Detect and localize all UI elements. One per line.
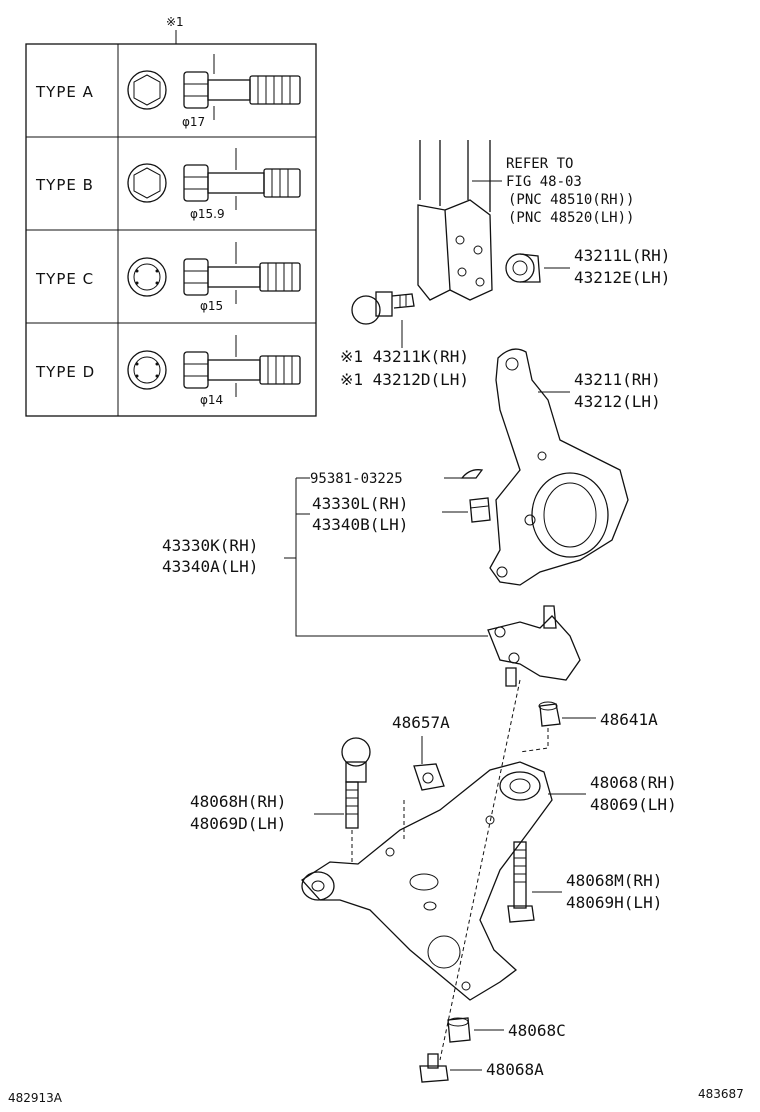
label-43211: 43211(RH) [574, 370, 661, 389]
nut-48068C-drawing [447, 1017, 471, 1043]
bushing-48657A-drawing [413, 763, 445, 791]
type-d-diameter: φ14 [200, 393, 223, 407]
footer-left-code: 482913A [8, 1091, 63, 1105]
label-48068M: 48068M(RH) [566, 871, 662, 890]
table-header-mark: ※1 [166, 15, 184, 29]
type-c-diameter: φ15 [200, 299, 223, 313]
label-43212E: 43212E(LH) [574, 268, 670, 287]
cotter-pin-drawing [460, 469, 484, 479]
refer-line-4: (PNC 48520(LH)) [508, 210, 634, 226]
cam-bolt-drawing [351, 291, 415, 348]
lower-control-arm-drawing [301, 761, 553, 1001]
bolt-type-a-drawing [127, 54, 301, 120]
label-43340B: 43340B(LH) [312, 515, 408, 534]
strut-bracket-drawing [417, 140, 493, 301]
bolt-48068A-drawing [419, 1053, 449, 1083]
bolt-type-c-drawing [127, 242, 301, 304]
label-43340A: 43340A(LH) [162, 557, 258, 576]
type-c-label: TYPE C [35, 270, 94, 288]
label-43211K: ※1 43211K(RH) [340, 347, 469, 366]
label-43212: 43212(LH) [574, 392, 661, 411]
label-48068A: 48068A [486, 1060, 544, 1079]
label-43330L: 43330L(RH) [312, 494, 408, 513]
bolt-48068H-drawing [341, 737, 371, 829]
label-48069H: 48069H(LH) [566, 893, 662, 912]
castle-nut-drawing [469, 497, 491, 523]
label-43330K: 43330K(RH) [162, 536, 258, 555]
bolt-48068M-drawing [507, 841, 535, 923]
label-95381: 95381-03225 [310, 471, 403, 487]
label-48641A: 48641A [600, 710, 658, 729]
label-43212D: ※1 43212D(LH) [340, 370, 469, 389]
label-48068C: 48068C [508, 1021, 566, 1040]
label-48657A: 48657A [392, 713, 450, 732]
refer-line-1: REFER TO [506, 156, 573, 172]
footer-right-code: 483687 [698, 1087, 744, 1101]
bolt-type-table: ※1 TYPE A TYPE B TYPE C TYPE D φ17 φ15.9… [25, 15, 317, 417]
label-48068H: 48068H(RH) [190, 792, 286, 811]
refer-line-3: (PNC 48510(RH)) [508, 192, 634, 208]
type-a-label: TYPE A [35, 83, 94, 101]
nut-48641A-drawing [538, 701, 561, 727]
type-b-label: TYPE B [35, 176, 94, 194]
steering-knuckle-drawing [489, 348, 629, 586]
label-43211L: 43211L(RH) [574, 246, 670, 265]
cam-washer-drawing [505, 253, 541, 283]
label-48068: 48068(RH) [590, 773, 677, 792]
label-48069D: 48069D(LH) [190, 814, 286, 833]
type-b-diameter: φ15.9 [190, 207, 225, 221]
type-d-label: TYPE D [35, 363, 95, 381]
label-48069: 48069(LH) [590, 795, 677, 814]
ball-joint-drawing [487, 605, 581, 687]
refer-line-2: FIG 48-03 [506, 174, 582, 190]
bolt-type-d-drawing [127, 335, 301, 397]
bolt-type-b-drawing [127, 148, 301, 210]
refer-note: REFER TO FIG 48-03 (PNC 48510(RH)) (PNC … [472, 156, 634, 226]
type-a-diameter: φ17 [182, 115, 205, 129]
